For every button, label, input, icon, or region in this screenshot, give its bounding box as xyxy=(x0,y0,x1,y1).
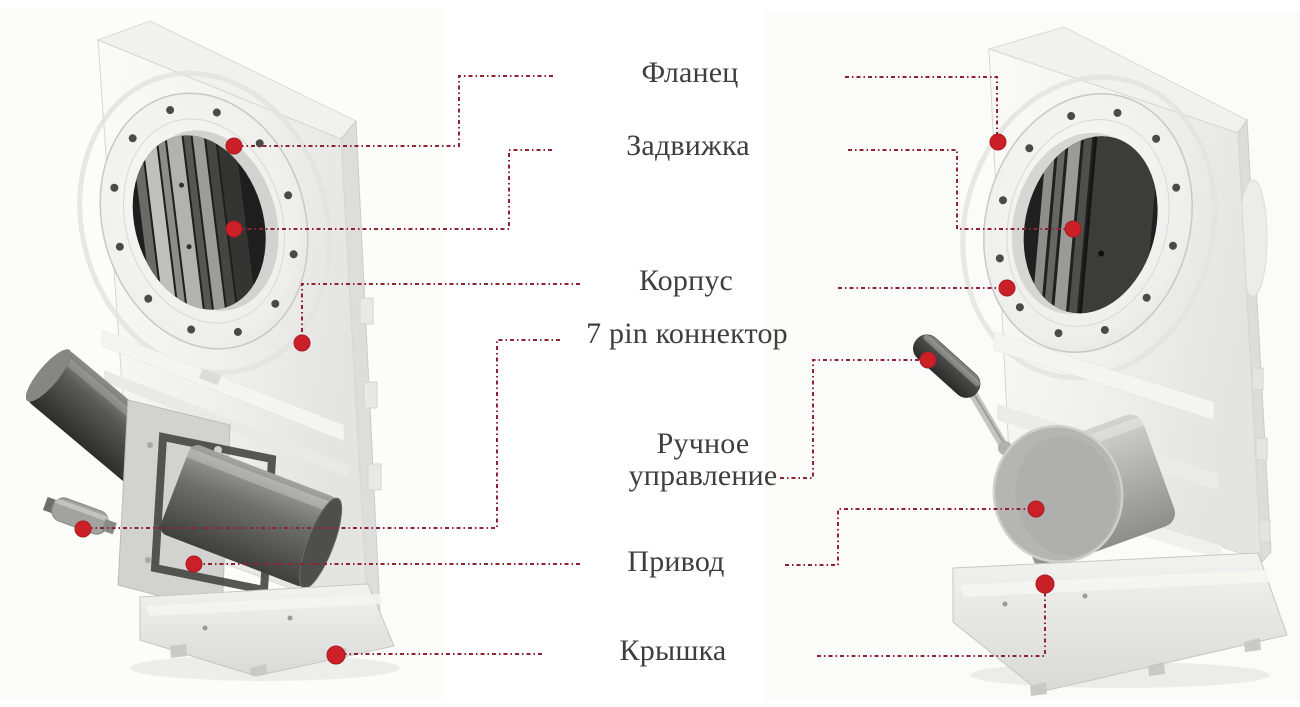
anchor-connector-left xyxy=(74,520,92,538)
anchor-body-left xyxy=(293,334,311,352)
label-gate: Задвижка xyxy=(626,128,750,162)
anchor-dots xyxy=(74,133,1082,665)
left-valve-gate-slats xyxy=(130,118,259,327)
leader-flange-left xyxy=(234,75,553,147)
label-body: Корпус xyxy=(638,263,734,297)
left-valve-mechanism xyxy=(25,349,343,613)
right-valve-drive-cylinder xyxy=(992,414,1176,569)
label-drive: Привод xyxy=(627,544,725,578)
right-valve-rail xyxy=(993,331,1215,421)
leader-cover-right xyxy=(817,584,1046,657)
right-valve-illustration xyxy=(913,26,1288,696)
left-valve-edge-tab xyxy=(359,297,374,325)
anchor-flange-left xyxy=(225,137,243,155)
label-manual-control: Ручное управление xyxy=(628,426,778,492)
anchor-body-right xyxy=(998,279,1016,297)
left-valve-edge-tab xyxy=(363,381,378,409)
leader-flange-right xyxy=(845,76,998,142)
leader-lines xyxy=(83,75,1073,657)
label-connector: 7 pin коннектор xyxy=(586,316,788,350)
left-valve-boss-ring xyxy=(77,70,332,376)
leader-manual-right xyxy=(780,359,928,479)
left-valve-flange xyxy=(99,92,309,350)
left-valve-plate-detail xyxy=(198,368,222,386)
leader-body-left xyxy=(301,283,580,343)
left-flange-bolt-holes xyxy=(110,106,298,336)
right-valve-flange xyxy=(983,92,1193,354)
anchor-gate-left xyxy=(225,220,243,238)
label-flange: Фланец xyxy=(641,55,739,89)
leader-gate-right xyxy=(848,149,1073,230)
left-valve-rail xyxy=(101,329,345,442)
left-valve-rail xyxy=(104,370,348,477)
label-cover: Крышка xyxy=(619,633,727,667)
right-valve-boss-ring xyxy=(960,74,1218,381)
left-valve-edge-tab xyxy=(367,463,382,491)
left-valve-illustration xyxy=(25,20,400,681)
left-valve-drive-cylinder xyxy=(160,445,343,589)
anchor-flange-right xyxy=(989,133,1007,151)
anchor-manual-right xyxy=(919,351,937,369)
anchor-cover-left xyxy=(326,645,346,665)
right-valve-manual-handle xyxy=(913,334,1012,455)
leader-connector-left xyxy=(83,339,560,529)
anchor-cover-right xyxy=(1035,574,1055,594)
right-valve-edge-tab xyxy=(1255,437,1268,461)
anchor-drive-right xyxy=(1027,500,1045,518)
leader-gate-left xyxy=(234,149,552,230)
right-valve-edge-tab xyxy=(1251,367,1264,391)
right-flange-bolt-holes xyxy=(995,108,1181,338)
left-valve-7pin-connector xyxy=(42,496,117,535)
right-valve-edge-tab xyxy=(1258,519,1271,543)
anchor-gate-right xyxy=(1064,220,1082,238)
anchor-drive-left xyxy=(185,555,203,573)
leader-drive-right xyxy=(785,508,1036,566)
